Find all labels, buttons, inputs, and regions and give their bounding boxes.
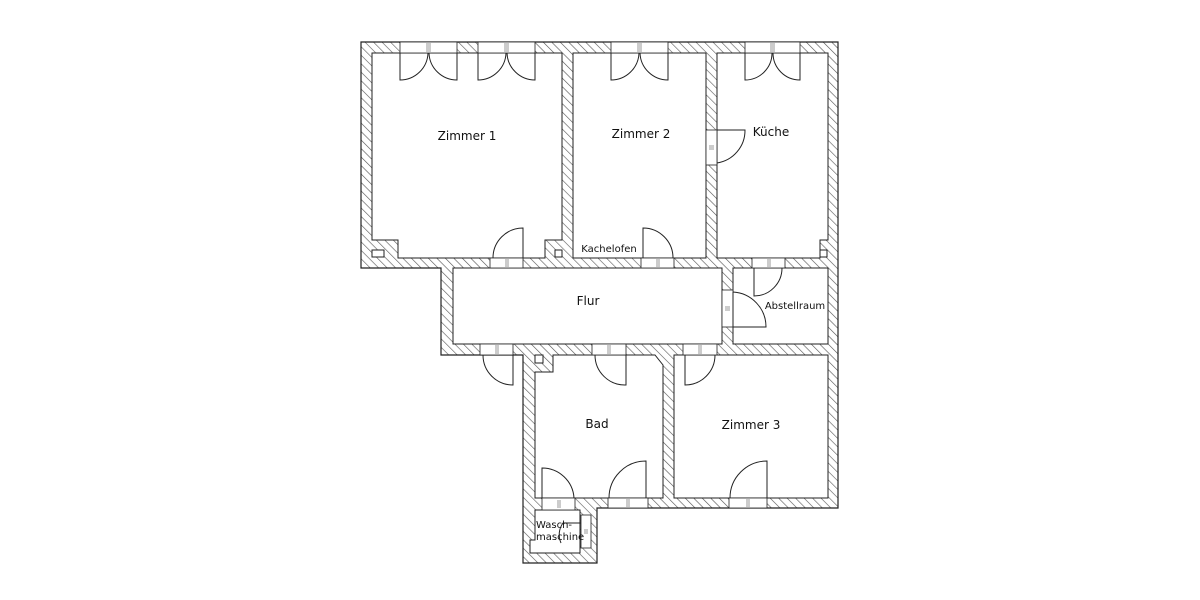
label-flur: Flur [577,294,600,308]
label-waschmaschine-2: maschine [536,532,584,543]
pillar [534,354,544,364]
room-zimmer-3 [673,354,829,499]
room-bad [534,354,664,499]
label-zimmer-3: Zimmer 3 [722,418,781,432]
label-bad: Bad [585,417,608,431]
label-kueche: Küche [753,125,789,139]
label-abstellraum: Abstellraum [765,301,825,312]
door-swings [482,129,783,544]
pillar [371,249,385,258]
room-waschmaschine [529,509,581,554]
room-zimmer-1 [371,52,563,259]
label-waschmaschine-1: Wasch- [536,520,572,531]
label-zimmer-2: Zimmer 2 [612,127,671,141]
window-sashes [399,52,801,81]
windows [399,41,801,54]
door-openings [479,129,786,549]
pillar [554,249,563,258]
label-kachelofen: Kachelofen [581,244,636,255]
room-zimmer-2 [572,52,707,259]
room-kueche [716,52,829,259]
pillar [819,249,828,258]
label-zimmer-1: Zimmer 1 [438,129,497,143]
room-flur [452,267,723,345]
